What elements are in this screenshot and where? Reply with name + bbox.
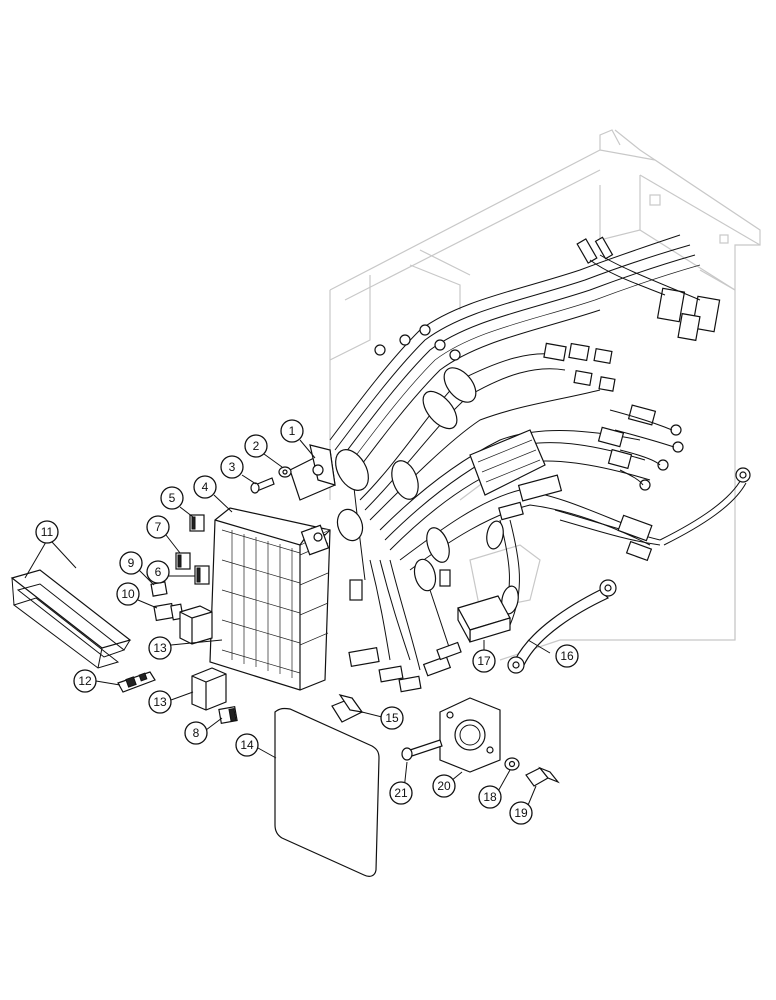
- callout-4: 4: [193, 475, 217, 499]
- callout-12: 12: [73, 669, 97, 693]
- bolt-3: [250, 477, 275, 494]
- fuse-6: [194, 565, 210, 585]
- svg-text:9: 9: [128, 556, 135, 570]
- svg-text:4: 4: [202, 480, 209, 494]
- ground-strap-upper: [554, 467, 751, 562]
- main-wiring-harness: [329, 234, 701, 671]
- svg-text:1: 1: [289, 424, 296, 438]
- svg-text:19: 19: [514, 806, 528, 820]
- callouts: 1 2 3 4 5 6 7 8 9 10 11 12 13 13 14 15 1…: [35, 419, 579, 825]
- ground-strap-16: [507, 579, 617, 674]
- callout-6: 6: [146, 560, 170, 584]
- svg-text:8: 8: [193, 726, 200, 740]
- callout-8: 8: [184, 721, 208, 745]
- callout-7: 7: [146, 515, 170, 539]
- relay-13b: [191, 667, 227, 711]
- clip-15: [331, 694, 364, 723]
- cover-plate-14: [274, 707, 380, 877]
- callout-21: 21: [389, 781, 413, 805]
- mid-right-connectors: [543, 342, 684, 491]
- callout-9: 9: [119, 551, 143, 575]
- connector-block-17: [457, 595, 511, 643]
- flange-plate-20: [439, 697, 501, 773]
- upper-right-connectors: [576, 236, 721, 342]
- svg-text:20: 20: [437, 779, 451, 793]
- washer-2: [278, 466, 292, 478]
- svg-text:10: 10: [121, 587, 135, 601]
- svg-text:7: 7: [155, 520, 162, 534]
- callout-14: 14: [235, 733, 259, 757]
- callout-3: 3: [220, 455, 244, 479]
- callout-1: 1: [280, 419, 304, 443]
- callout-18: 18: [478, 785, 502, 809]
- callout-16: 16: [555, 644, 579, 668]
- gaskets-11: [10, 569, 132, 669]
- svg-text:21: 21: [394, 786, 408, 800]
- svg-text:12: 12: [78, 674, 92, 688]
- ghost-frame: [329, 129, 761, 661]
- svg-text:18: 18: [483, 790, 497, 804]
- svg-text:5: 5: [169, 491, 176, 505]
- callout-13b: 13: [148, 690, 172, 714]
- svg-text:13: 13: [153, 641, 167, 655]
- svg-text:6: 6: [155, 565, 162, 579]
- callout-15: 15: [380, 706, 404, 730]
- callout-11: 11: [35, 520, 59, 544]
- callout-17: 17: [472, 649, 496, 673]
- callout-2: 2: [244, 434, 268, 458]
- svg-text:17: 17: [477, 654, 491, 668]
- svg-text:14: 14: [240, 738, 254, 752]
- lower-harness-connectors: [348, 569, 462, 693]
- callout-5: 5: [160, 486, 184, 510]
- bolt-19: [525, 766, 560, 787]
- relay-13a: [179, 605, 213, 645]
- svg-text:2: 2: [253, 439, 260, 453]
- svg-text:11: 11: [41, 525, 54, 539]
- callout-20: 20: [432, 774, 456, 798]
- callout-10: 10: [116, 582, 140, 606]
- svg-text:16: 16: [560, 649, 574, 663]
- bracket-1: [289, 444, 336, 501]
- svg-text:3: 3: [229, 460, 236, 474]
- callout-13a: 13: [148, 636, 172, 660]
- svg-text:15: 15: [385, 711, 399, 725]
- fuse-7: [175, 552, 191, 570]
- fuse-8: [218, 706, 238, 724]
- callout-19: 19: [509, 801, 533, 825]
- washer-18: [504, 757, 520, 771]
- large-multipin-connector: [469, 429, 563, 521]
- fuse-10: [153, 602, 184, 622]
- fuse-relay-box-4: [209, 507, 331, 691]
- fuse-5: [189, 514, 205, 532]
- svg-text:13: 13: [153, 695, 167, 709]
- fuse-puller-12: [117, 671, 156, 693]
- bolt-21: [401, 739, 443, 761]
